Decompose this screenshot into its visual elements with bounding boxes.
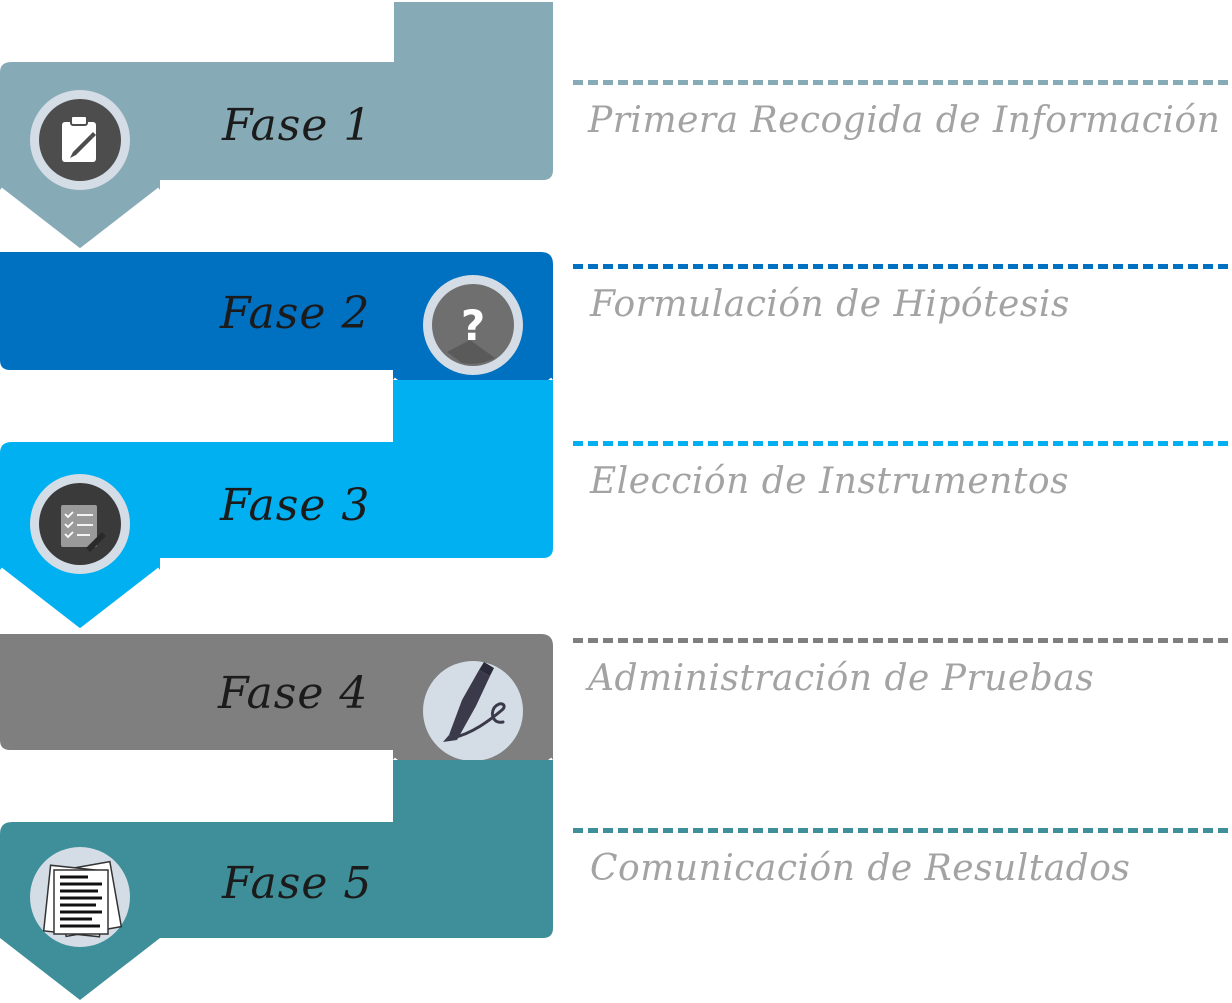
svg-text:?: ? (461, 301, 485, 350)
phase-3-description: Elección de Instrumentos (590, 461, 1070, 502)
phase-2-label: Fase 2 (219, 288, 370, 339)
phase-2-description: Formulación de Hipótesis (590, 284, 1070, 325)
phase-5-band: Fase 5 (0, 760, 553, 1000)
checklist-icon (30, 474, 130, 574)
phase-3-band: Fase 3 (0, 380, 553, 636)
question-icon: ? (423, 275, 523, 375)
phase-1-label: Fase 1 (221, 100, 372, 151)
phase-1-arrow (0, 2, 553, 252)
phase-5-connector (573, 828, 1228, 833)
pen-signature-icon (423, 661, 523, 761)
phase-5-label: Fase 5 (221, 858, 372, 909)
documents-icon (30, 847, 130, 947)
phase-1-connector (573, 80, 1228, 85)
phase-1-description: Primera Recogida de Información (588, 100, 1221, 141)
phase-3-label: Fase 3 (219, 480, 370, 531)
phase-4-description: Administración de Pruebas (588, 658, 1095, 699)
phase-5-arrow (0, 760, 553, 1000)
phase-4-label: Fase 4 (217, 668, 368, 719)
phase-3-arrow (0, 380, 553, 632)
clipboard-edit-icon (30, 90, 130, 190)
phase-5-description: Comunicación de Resultados (590, 848, 1131, 889)
phase-4-connector (573, 638, 1228, 643)
phase-1-band: Fase 1 (0, 2, 553, 256)
phase-3-connector (573, 441, 1228, 446)
phase-2-connector (573, 264, 1228, 269)
